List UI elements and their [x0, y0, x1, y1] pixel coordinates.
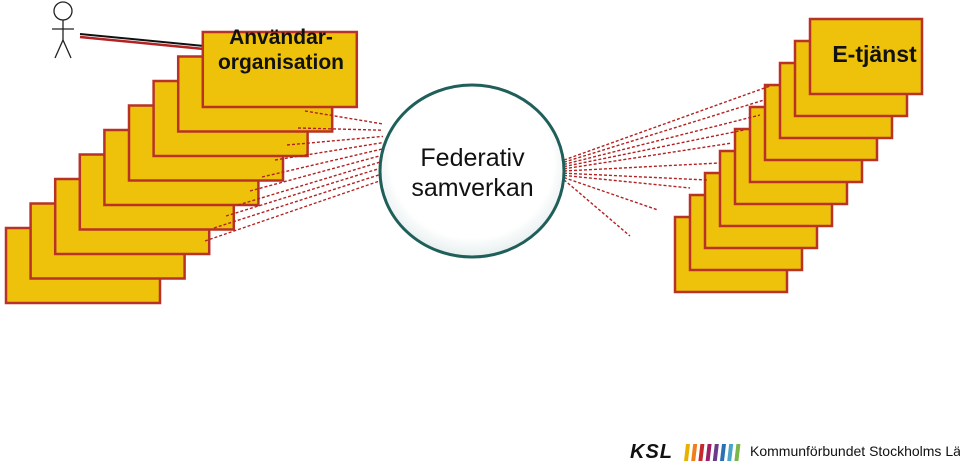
- connection-line: [563, 129, 745, 168]
- user-organization-stack: [4, 30, 359, 305]
- person-stick-figure-icon: [52, 1, 74, 59]
- connection-line: [563, 174, 691, 189]
- user-connector-line: [79, 33, 205, 47]
- ksl-logo-text: KSL: [630, 441, 673, 463]
- connection-line: [563, 179, 631, 237]
- user-organization-card: [201, 30, 359, 109]
- organization-name: Kommunförbundet Stockholms Län: [750, 443, 960, 459]
- connection-line: [204, 179, 384, 242]
- connection-line: [249, 154, 384, 192]
- logo-stripe: [712, 444, 719, 461]
- logo-stripe: [691, 444, 698, 461]
- e-service-label: E-tjänst: [832, 41, 917, 67]
- connection-line: [274, 141, 384, 161]
- logo-stripe: [727, 444, 734, 461]
- connection-line: [261, 148, 384, 178]
- right-connection-lines: [563, 85, 771, 237]
- connection-line: [563, 114, 761, 166]
- logo-stripe: [720, 444, 726, 461]
- connection-line: [563, 85, 771, 161]
- connection-line: [297, 127, 384, 131]
- left-connection-lines: [204, 110, 384, 242]
- logo-stripe: [705, 444, 712, 461]
- connection-line: [237, 160, 384, 206]
- logo-stripe: [684, 444, 690, 461]
- connection-line: [304, 110, 384, 125]
- connection-line: [563, 172, 708, 181]
- user-organization-label: Användar-organisation: [217, 26, 344, 74]
- connection-line: [563, 142, 733, 170]
- logo-stripe: [698, 444, 705, 461]
- federation-circle: [378, 83, 566, 259]
- e-service-stack: [673, 17, 924, 294]
- e-service-card: [808, 17, 924, 96]
- logo-stripes-icon: [684, 444, 741, 461]
- connection-line: [225, 166, 384, 217]
- logo-stripe: [734, 444, 741, 461]
- connection-line: [563, 176, 659, 211]
- connection-line: [286, 135, 384, 146]
- connection-line: [213, 172, 384, 229]
- connection-line: [563, 162, 720, 172]
- footer-logo: KSL Kommunförbundet Stockholms Län: [630, 441, 960, 463]
- federation-label: Federativ samverkan: [411, 144, 534, 202]
